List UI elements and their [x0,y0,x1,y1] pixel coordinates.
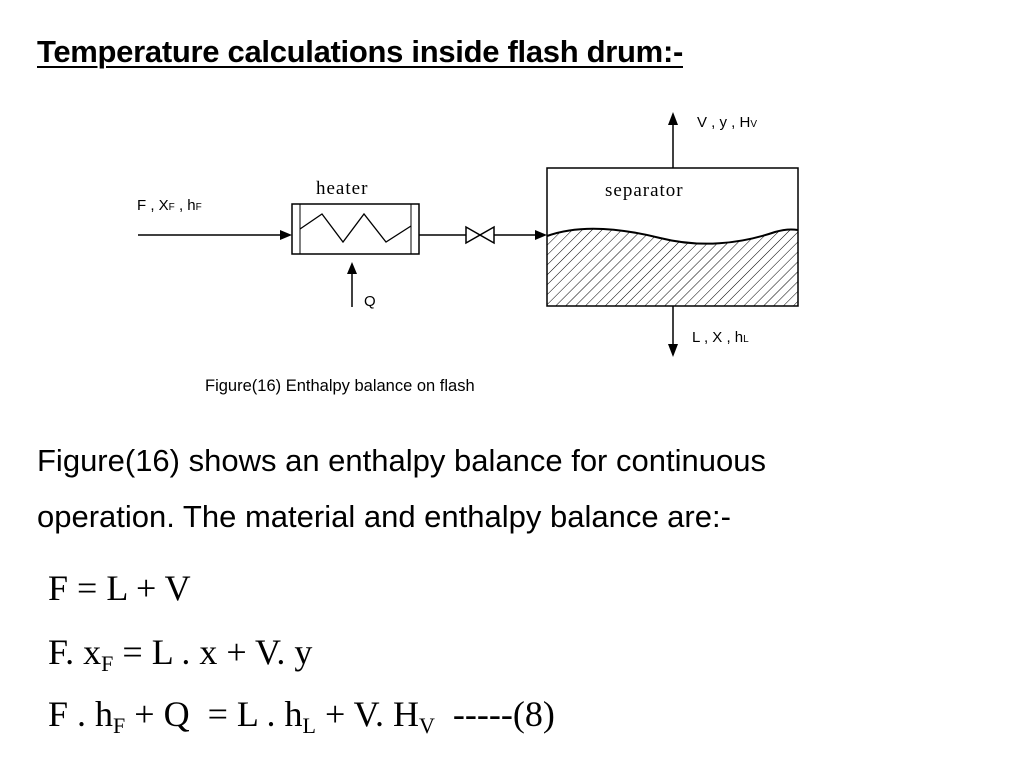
paragraph-line-2: operation. The material and enthalpy bal… [37,499,731,534]
page-title: Temperature calculations inside flash dr… [37,34,683,69]
flash-drum-diagram: F , XF , hF heater Q separator V , y , H… [137,112,799,395]
figure-caption: Figure(16) Enthalpy balance on flash [205,377,475,395]
material-balance-equation: F = L + V [48,568,191,608]
description-paragraph: Figure(16) shows an enthalpy balance for… [37,433,997,545]
heater-box [291,203,420,255]
feed-label: F , XF , hF [137,197,202,214]
liquid-surface [546,227,799,245]
component-balance-equation: F. xF = L . x + V. y [48,632,313,676]
feed-arrow [280,230,292,240]
valve-icon [465,225,495,245]
paragraph-line-1: Figure(16) shows an enthalpy balance for… [37,443,766,478]
separator-inlet-arrow [535,230,547,240]
liquid-hatch [547,228,798,306]
vapor-arrow [668,112,678,125]
enthalpy-balance-equation: F . hF + Q = L . hL + V. HV -----(8) [48,694,555,738]
heater-coil [299,212,412,244]
liquid-label: L , X , hL [692,329,749,346]
liquid-arrow [668,344,678,357]
heat-label: Q [364,293,376,310]
vapor-label: V , y , HV [697,114,757,131]
heater-label: heater [316,178,368,199]
separator-label: separator [605,180,684,201]
heat-arrow [347,262,357,274]
